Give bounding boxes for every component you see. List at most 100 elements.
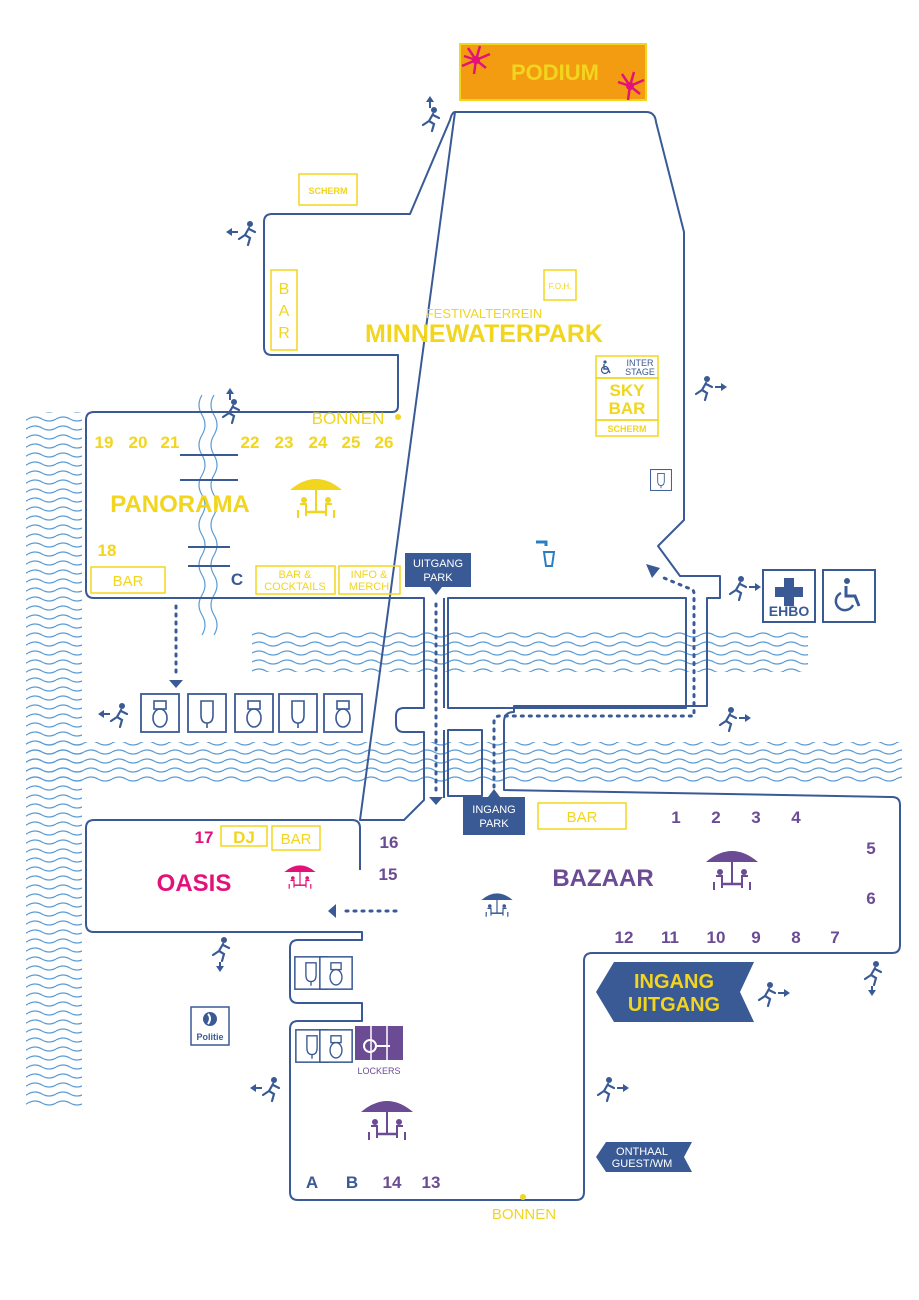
- toilet-icon: [140, 693, 180, 733]
- bar-letter-r: R: [278, 325, 290, 342]
- locker-icon: [355, 1026, 403, 1060]
- panorama-title: PANORAMA: [110, 491, 250, 518]
- bar-panorama-box: [90, 566, 166, 594]
- water-channel-middle: [252, 632, 808, 672]
- ingang-park-label-1: INGANG: [472, 804, 515, 816]
- guest-wm-label: GUEST/WM: [612, 1158, 673, 1170]
- urinal-icon: [187, 693, 227, 733]
- uitgang-park-sign: UITGANG PARK: [405, 553, 471, 595]
- stand-3: 3: [751, 808, 760, 827]
- urinal-icon: [650, 469, 672, 491]
- podium-label: PODIUM: [511, 60, 599, 85]
- toilet-row: [140, 693, 363, 733]
- stand-22: 22: [241, 433, 260, 452]
- stage-label: STAGE: [625, 367, 655, 377]
- toilet-icon: [323, 693, 363, 733]
- stand-21: 21: [161, 433, 180, 452]
- sky-label: SKY: [610, 381, 646, 400]
- stand-20: 20: [129, 433, 148, 452]
- bonnen-dot: [520, 1194, 526, 1200]
- stand-5: 5: [866, 839, 875, 858]
- arrow-left-icon: [328, 904, 336, 918]
- scherm-box: [298, 173, 358, 206]
- parasol-table-icon: [359, 1099, 415, 1142]
- wheelchair-block: [822, 569, 876, 623]
- wheelchair-icon: [600, 360, 611, 375]
- stand-13: 13: [422, 1173, 441, 1192]
- stand-b: B: [346, 1173, 358, 1192]
- lockers-label: LOCKERS: [357, 1066, 400, 1076]
- bazaar-title: BAZAAR: [552, 865, 653, 892]
- stand-24: 24: [309, 433, 328, 452]
- stand-8: 8: [791, 928, 800, 947]
- stand-a: A: [306, 1173, 318, 1192]
- bonnen-bottom-label: BONNEN: [492, 1206, 556, 1223]
- dj-box: [220, 825, 268, 847]
- sky-bar-label: BAR: [609, 399, 646, 418]
- parasol-table-icon: [480, 892, 514, 918]
- scherm-label: SCHERM: [308, 186, 347, 196]
- small-bridge-block: [447, 729, 483, 797]
- inter-label: INTER: [627, 358, 655, 368]
- water-channel-lower: [26, 742, 902, 784]
- stand-15: 15: [379, 865, 398, 884]
- bar-and-label: BAR &: [278, 569, 312, 581]
- toilet-block-south-2: [295, 1029, 353, 1063]
- exit-arrow-icon: [718, 705, 751, 733]
- venue-subtitle: FESTIVALTERREIN: [426, 306, 543, 321]
- stand-10: 10: [707, 928, 726, 947]
- island-block: [447, 597, 687, 709]
- exit-arrow-icon: [250, 1075, 281, 1103]
- venue-title: MINNEWATERPARK: [365, 320, 603, 348]
- arrow-down-icon: [169, 680, 183, 688]
- stand-19: 19: [95, 433, 114, 452]
- bar-cocktails-box: [255, 565, 336, 595]
- exit-arrow-icon: [221, 388, 241, 425]
- bazaar-stand-numbers: 1 2 3 4 5 6 12 11 10 9 8 7: [615, 808, 876, 947]
- stand-23: 23: [275, 433, 294, 452]
- uitgang-main-label: UITGANG: [628, 994, 720, 1016]
- uitgang-label: UITGANG: [413, 558, 463, 570]
- exit-arrow-icon: [757, 980, 790, 1008]
- onthaal-sign: ONTHAAL GUEST/WM: [596, 1142, 692, 1172]
- toilet-block-south-1: [294, 956, 353, 990]
- arrow-upleft-icon: [646, 564, 660, 578]
- ingang-uitgang-sign: INGANG UITGANG: [596, 962, 754, 1022]
- parasol-table-icon: [704, 849, 760, 892]
- urinal-icon: [278, 693, 318, 733]
- exit-arrow-icon: [596, 1075, 629, 1103]
- stand-17: 17: [195, 828, 214, 847]
- bar-panorama-label: BAR: [113, 573, 144, 590]
- exit-arrow-icon: [211, 935, 231, 972]
- sky-bar-block: INTER STAGE SKY BAR SCHERM: [595, 355, 659, 437]
- bar-oasis-box: [271, 825, 321, 851]
- panorama-stand-numbers: 19 20 21 22 23 24 25 26: [95, 433, 394, 452]
- path-ingang-park: [492, 576, 696, 797]
- foh-label: F.O.H.: [549, 282, 572, 291]
- stand-11: 11: [661, 928, 679, 947]
- bar-bazaar-label: BAR: [567, 809, 598, 826]
- stand-4: 4: [791, 808, 801, 827]
- bridge-panorama: [180, 454, 238, 567]
- stand-1: 1: [671, 808, 680, 827]
- stand-25: 25: [342, 433, 361, 452]
- exit-arrow-icon: [421, 96, 441, 133]
- stand-16: 16: [380, 833, 399, 852]
- bar-oasis-label: BAR: [281, 831, 312, 848]
- site-outline-north: [85, 111, 901, 1201]
- stand-26: 26: [375, 433, 394, 452]
- water-tap-icon: [536, 540, 556, 567]
- toilet-icon: [319, 1029, 353, 1063]
- bonnen-top-label: BONNEN: [312, 409, 385, 428]
- scherm-sky-label: SCHERM: [607, 424, 646, 434]
- exit-arrow-icon: [226, 219, 257, 247]
- stand-7: 7: [830, 928, 839, 947]
- toilet-icon: [234, 693, 274, 733]
- first-aid-icon: [775, 578, 803, 606]
- bar-letter-b: B: [279, 281, 290, 298]
- podium-banner: PODIUM: [459, 43, 647, 101]
- info-label: INFO &: [351, 569, 388, 581]
- ingang-label: INGANG: [634, 971, 714, 993]
- foh-box: [543, 269, 577, 301]
- toilet-icon: [319, 956, 353, 990]
